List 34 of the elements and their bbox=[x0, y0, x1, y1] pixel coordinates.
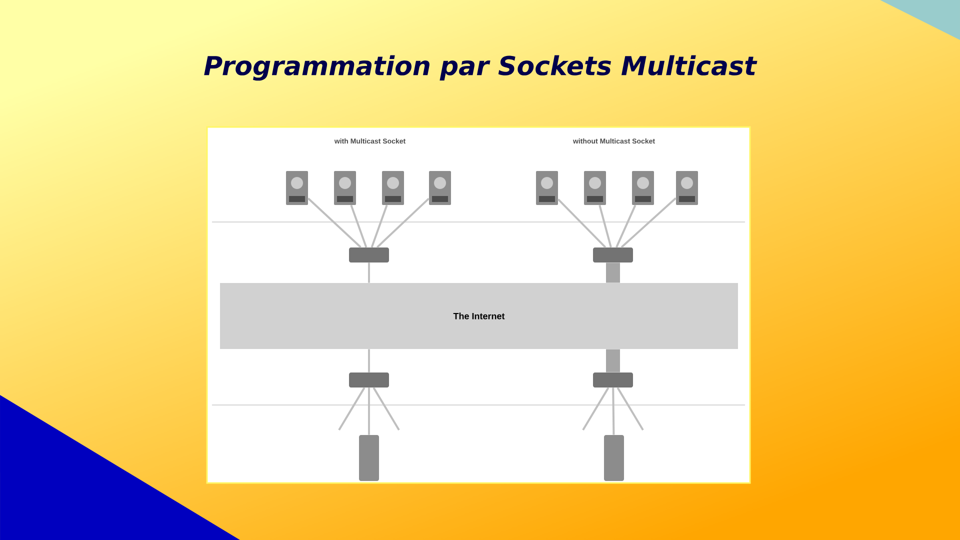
computer-icon bbox=[676, 171, 698, 205]
link-line bbox=[582, 387, 610, 430]
receiver-bar bbox=[604, 435, 624, 481]
computer-icon bbox=[632, 171, 654, 205]
link-line bbox=[606, 349, 620, 372]
link-line bbox=[368, 262, 370, 283]
router-box bbox=[349, 372, 389, 388]
link-line bbox=[372, 387, 400, 430]
computer-icon bbox=[536, 171, 558, 205]
link-line bbox=[616, 204, 636, 248]
link-line bbox=[606, 262, 620, 283]
computer-icon bbox=[429, 171, 451, 205]
link-line bbox=[368, 388, 370, 435]
computer-icon bbox=[286, 171, 308, 205]
link-line bbox=[370, 204, 388, 248]
link-line bbox=[308, 198, 362, 248]
link-line bbox=[338, 387, 366, 430]
router-box bbox=[349, 248, 389, 262]
router-box bbox=[593, 372, 633, 388]
receiver-bar bbox=[359, 435, 379, 481]
router-box bbox=[593, 248, 633, 262]
link-line bbox=[612, 388, 615, 435]
computer-icon bbox=[382, 171, 404, 205]
computer-icon bbox=[334, 171, 356, 205]
title: Programmation par Sockets Multicast bbox=[204, 55, 758, 81]
computer-icon bbox=[584, 171, 606, 205]
link-line bbox=[376, 198, 430, 248]
link-line bbox=[350, 204, 368, 248]
link-line bbox=[368, 349, 370, 372]
link-line bbox=[616, 387, 644, 430]
internet-band: The Internet bbox=[220, 283, 738, 349]
link-line bbox=[598, 204, 612, 248]
link-line bbox=[558, 198, 606, 248]
link-line bbox=[620, 197, 676, 248]
